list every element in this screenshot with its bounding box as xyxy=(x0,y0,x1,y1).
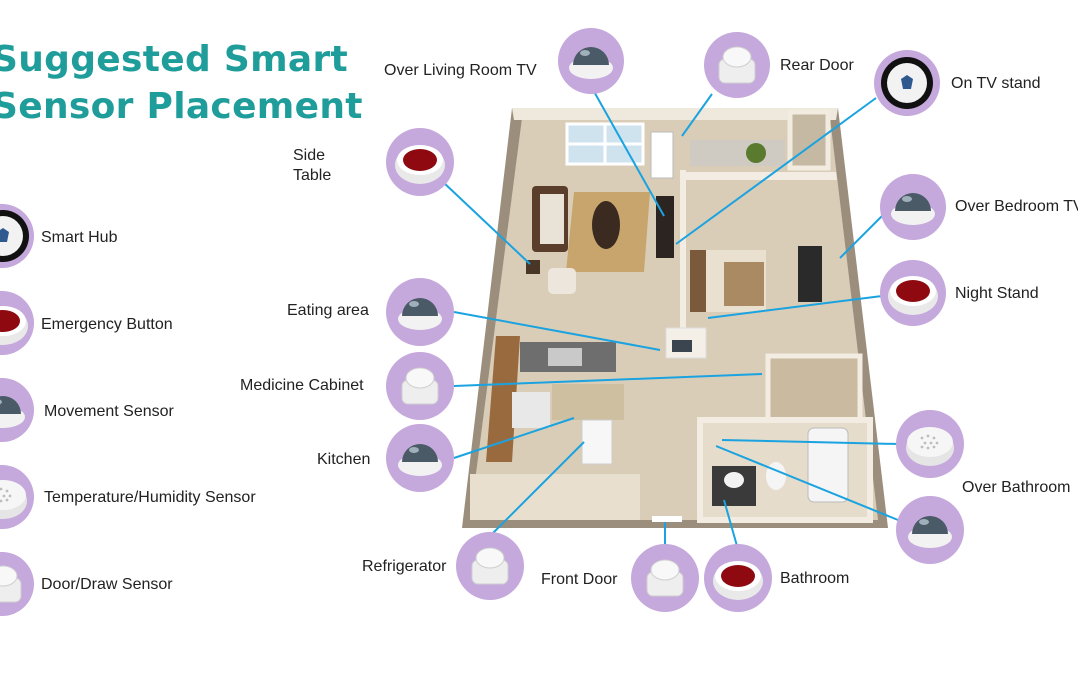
callout-label-side-table: Side Table xyxy=(293,147,332,184)
callout-label-refrigerator: Refrigerator xyxy=(362,558,447,575)
side-table xyxy=(526,260,540,274)
callout-label-medicine-cabinet: Medicine Cabinet xyxy=(240,377,364,394)
emergency-button-icon xyxy=(395,145,445,184)
interior-wall-bedroom-top xyxy=(686,172,837,180)
smart-hub-icon xyxy=(0,210,29,262)
callout-label-eating-area: Eating area xyxy=(287,302,369,319)
movement-sensor-icon xyxy=(0,396,25,428)
kitchen-floor xyxy=(552,384,624,420)
temperature-humidity-sensor-icon xyxy=(906,427,954,466)
front-wall xyxy=(470,474,640,520)
door-draw-sensor-icon xyxy=(401,367,439,405)
callout-label-over-bedroom-tv: Over Bedroom TV xyxy=(955,198,1078,215)
movement-sensor-icon xyxy=(569,47,613,79)
emergency-button-icon xyxy=(888,276,938,315)
legend-label-movement-sensor: Movement Sensor xyxy=(44,403,174,420)
legend-label-emergency-button: Emergency Button xyxy=(41,316,173,333)
balcony-rail xyxy=(690,140,785,166)
callout-label-bathroom: Bathroom xyxy=(780,570,850,587)
callout-label-over-living-room-tv: Over Living Room TV xyxy=(384,62,537,79)
legend-label-door-draw-sensor: Door/Draw Sensor xyxy=(41,576,173,593)
callout-label-on-tv-stand: On TV stand xyxy=(951,75,1041,92)
callout-label-rear-door: Rear Door xyxy=(780,57,854,74)
legend-label-temperature-humidity-sensor: Temperature/Humidity Sensor xyxy=(44,489,256,506)
interior-wall-bedroom xyxy=(680,170,686,330)
callout-label-kitchen: Kitchen xyxy=(317,451,371,468)
refrigerator xyxy=(581,419,613,465)
door-draw-sensor-icon xyxy=(0,565,22,603)
movement-sensor-icon xyxy=(908,516,952,548)
page-title: Suggested Smart Sensor Placement xyxy=(0,36,363,130)
movement-sensor-icon xyxy=(398,444,442,476)
callout-label-night-stand: Night Stand xyxy=(955,285,1039,302)
front-door xyxy=(646,478,686,518)
closet xyxy=(787,109,831,171)
callout-label-over-bathroom: Over Bathroom xyxy=(962,479,1071,496)
emergency-button-icon xyxy=(0,306,28,345)
title-line-2: Sensor Placement xyxy=(0,86,363,127)
door-draw-sensor-icon xyxy=(646,559,684,597)
bedroom-tv xyxy=(798,246,822,302)
bathtub xyxy=(807,427,849,503)
legend-label-smart-hub: Smart Hub xyxy=(41,229,118,246)
door-draw-sensor-icon xyxy=(718,46,756,84)
movement-sensor-icon xyxy=(891,193,935,225)
coffee-table xyxy=(592,201,620,249)
title-line-1: Suggested Smart xyxy=(0,39,349,80)
tv-stand xyxy=(656,196,674,258)
smart-hub-icon xyxy=(881,57,933,109)
callout-label-front-door: Front Door xyxy=(541,571,618,588)
toilet xyxy=(766,462,786,490)
utility-room xyxy=(765,353,863,425)
door-draw-sensor-icon xyxy=(471,547,509,585)
rear-door xyxy=(650,131,674,179)
temperature-humidity-sensor-icon xyxy=(0,480,27,519)
armchair xyxy=(548,268,576,294)
emergency-button-icon xyxy=(713,561,763,600)
stove xyxy=(512,392,550,428)
movement-sensor-icon xyxy=(398,298,442,330)
